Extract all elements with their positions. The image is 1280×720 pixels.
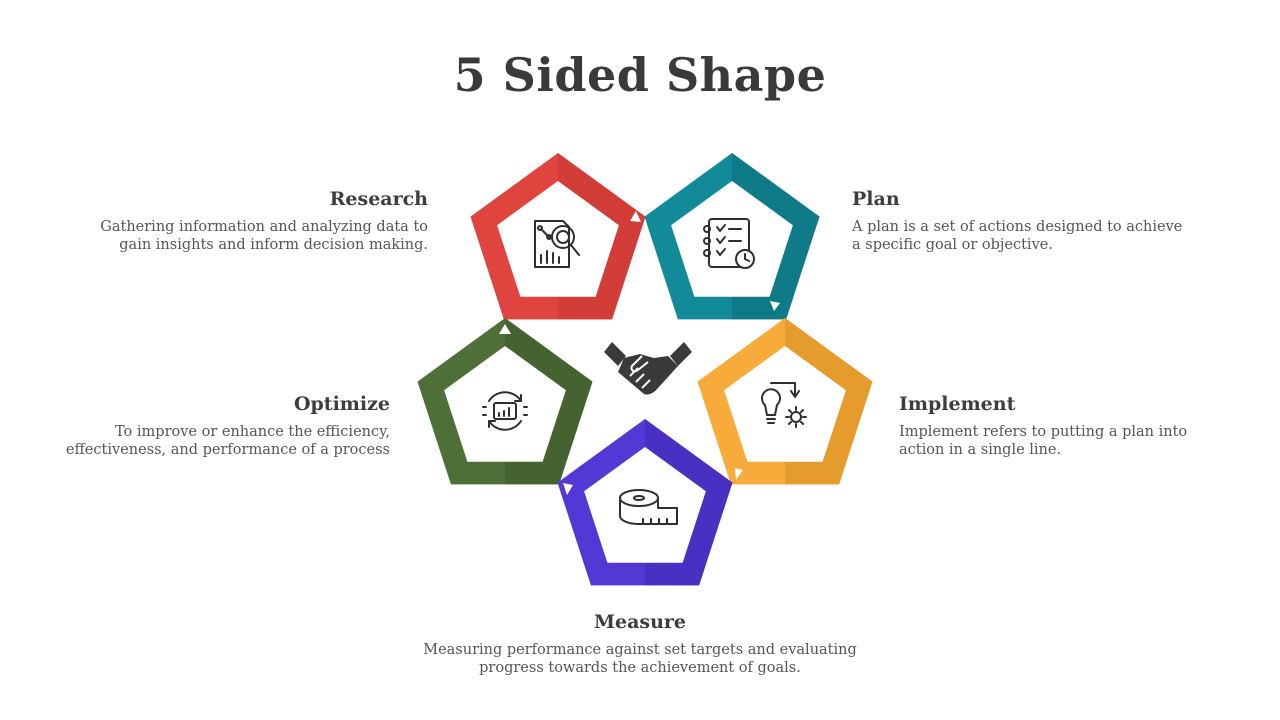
step-heading: Research: [329, 188, 428, 210]
step-implement: Implement Implement refers to putting a …: [899, 393, 1229, 459]
step-research: Research Gathering information and analy…: [90, 188, 428, 254]
pentagon-implement: [697, 318, 873, 485]
step-description: Measuring performance against set target…: [423, 642, 857, 676]
step-description: Gathering information and analyzing data…: [100, 219, 428, 253]
step-description: To improve or enhance the efficiency, ef…: [65, 424, 390, 458]
step-heading: Plan: [852, 188, 900, 210]
step-description: Implement refers to putting a plan into …: [899, 424, 1188, 458]
idea-gear-icon: [761, 382, 807, 428]
optimization-cycle-icon: [482, 391, 528, 431]
pentagon-plan: [644, 153, 820, 320]
step-heading: Measure: [593, 611, 687, 633]
pentagon-measure: [557, 419, 733, 586]
measuring-tape-icon: [619, 489, 678, 525]
data-analysis-icon: [534, 220, 580, 268]
slide-title: 5 Sided Shape: [453, 48, 827, 102]
step-measure: Measure Measuring performance against se…: [420, 611, 860, 677]
step-optimize: Optimize To improve or enhance the effic…: [60, 393, 390, 459]
step-plan: Plan A plan is a set of actions designed…: [852, 188, 1192, 254]
step-heading: Implement: [899, 393, 1016, 415]
checklist-icon: [703, 218, 755, 269]
step-heading: Optimize: [293, 393, 390, 415]
handshake-icon: [604, 342, 692, 395]
step-description: A plan is a set of actions designed to a…: [852, 219, 1183, 253]
pentagon-optimize: [417, 318, 593, 485]
